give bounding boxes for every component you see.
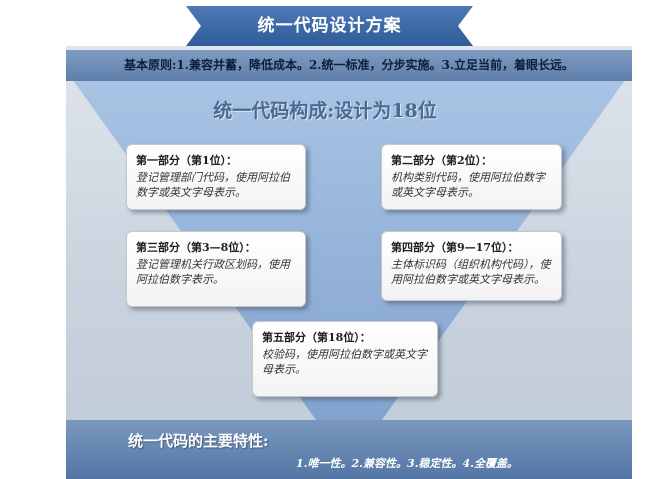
part-1-box: 第一部分（第1位）： 登记管理部门代码，使用阿拉伯数字或英文字母表示。 bbox=[126, 144, 306, 210]
part-1-title: 第一部分（第1位）： bbox=[136, 154, 238, 167]
page-title: 统一代码设计方案 bbox=[257, 16, 402, 36]
part-3-title: 第三部分（第3—8位）： bbox=[136, 241, 256, 254]
part-1-desc: 登记管理部门代码，使用阿拉伯数字或英文字母表示。 bbox=[136, 171, 290, 199]
part-4-box: 第四部分（第9—17位）： 主体标识码（组织机构代码），使用阿拉伯数字或英文字母… bbox=[381, 231, 562, 301]
principle-text: 基本原则:1.兼容并蓄，降低成本。2.统一标准，分步实施。3.立足当前，着眼长远… bbox=[123, 58, 574, 72]
part-4-title: 第四部分（第9—17位）： bbox=[391, 241, 519, 254]
features-bar bbox=[66, 420, 632, 479]
part-3-box: 第三部分（第3—8位）： 登记管理机关行政区划码，使用阿拉伯数字表示。 bbox=[126, 231, 306, 307]
part-2-title: 第二部分（第2位）： bbox=[391, 154, 493, 167]
part-3-desc: 登记管理机关行政区划码，使用阿拉伯数字表示。 bbox=[136, 258, 290, 286]
part-4-desc: 主体标识码（组织机构代码），使用阿拉伯数字或英文字母表示。 bbox=[391, 258, 551, 286]
part-5-desc: 校验码，使用阿拉伯数字或英文字母表示。 bbox=[262, 348, 427, 376]
title-ribbon bbox=[186, 6, 473, 46]
part-5-title: 第五部分（第18位）： bbox=[262, 331, 371, 344]
part-2-box: 第二部分（第2位）： 机构类别代码，使用阿拉伯数字或英文字母表示。 bbox=[381, 144, 562, 210]
features-list: 1.唯一性。2.兼容性。3.稳定性。4.全覆盖。 bbox=[296, 457, 518, 470]
features-title: 统一代码的主要特性: bbox=[128, 432, 269, 450]
structure-subtitle: 统一代码构成:设计为18位 bbox=[213, 100, 437, 122]
part-2-desc: 机构类别代码，使用阿拉伯数字或英文字母表示。 bbox=[391, 171, 545, 199]
principle-bar bbox=[66, 50, 632, 81]
part-5-box: 第五部分（第18位）： 校验码，使用阿拉伯数字或英文字母表示。 bbox=[252, 321, 438, 397]
